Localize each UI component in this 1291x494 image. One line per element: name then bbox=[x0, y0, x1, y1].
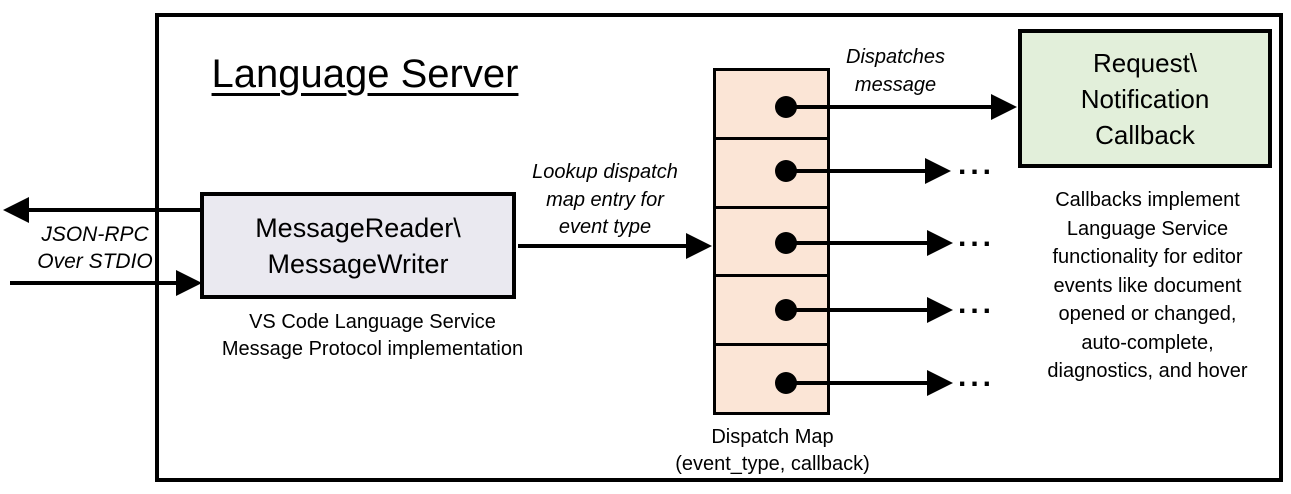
callbacks-note: Callbacks implement Language Service fun… bbox=[1047, 189, 1248, 382]
ellipsis-2: ... bbox=[958, 220, 996, 253]
message-reader-writer-box: MessageReader\ MessageWriter bbox=[200, 192, 516, 299]
ellipsis-4: ... bbox=[958, 360, 996, 393]
dispatch-map-cell bbox=[716, 274, 827, 343]
dispatch-map-cell bbox=[716, 343, 827, 412]
ellipsis-1: ... bbox=[958, 148, 996, 181]
json-rpc-stdio-label: JSON-RPC Over STDIO bbox=[37, 223, 153, 273]
reader-caption: VS Code Language Service Message Protoco… bbox=[221, 311, 524, 360]
ellipsis-3: ... bbox=[958, 287, 996, 320]
stdio-out-arrowhead-icon bbox=[3, 197, 29, 223]
dispatch-map-cell bbox=[716, 205, 827, 275]
lookup-dispatch-label: Lookup dispatch map entry for event type bbox=[532, 161, 678, 238]
dispatch-map-cell bbox=[716, 136, 827, 206]
diagram-title: Language Server bbox=[211, 52, 519, 96]
callback-box-label: Request\ Notification Callback bbox=[1080, 47, 1210, 150]
request-notification-callback-box: Request\ Notification Callback bbox=[1018, 29, 1272, 168]
language-server-boundary bbox=[155, 13, 1283, 482]
dispatch-map-label: Dispatch Map (event_type, callback) bbox=[675, 426, 870, 475]
dispatch-map bbox=[713, 68, 830, 415]
dispatches-message-label: Dispatches message bbox=[846, 46, 945, 96]
dispatch-map-cell bbox=[716, 71, 827, 137]
message-reader-writer-label: MessageReader\ MessageWriter bbox=[255, 212, 461, 279]
